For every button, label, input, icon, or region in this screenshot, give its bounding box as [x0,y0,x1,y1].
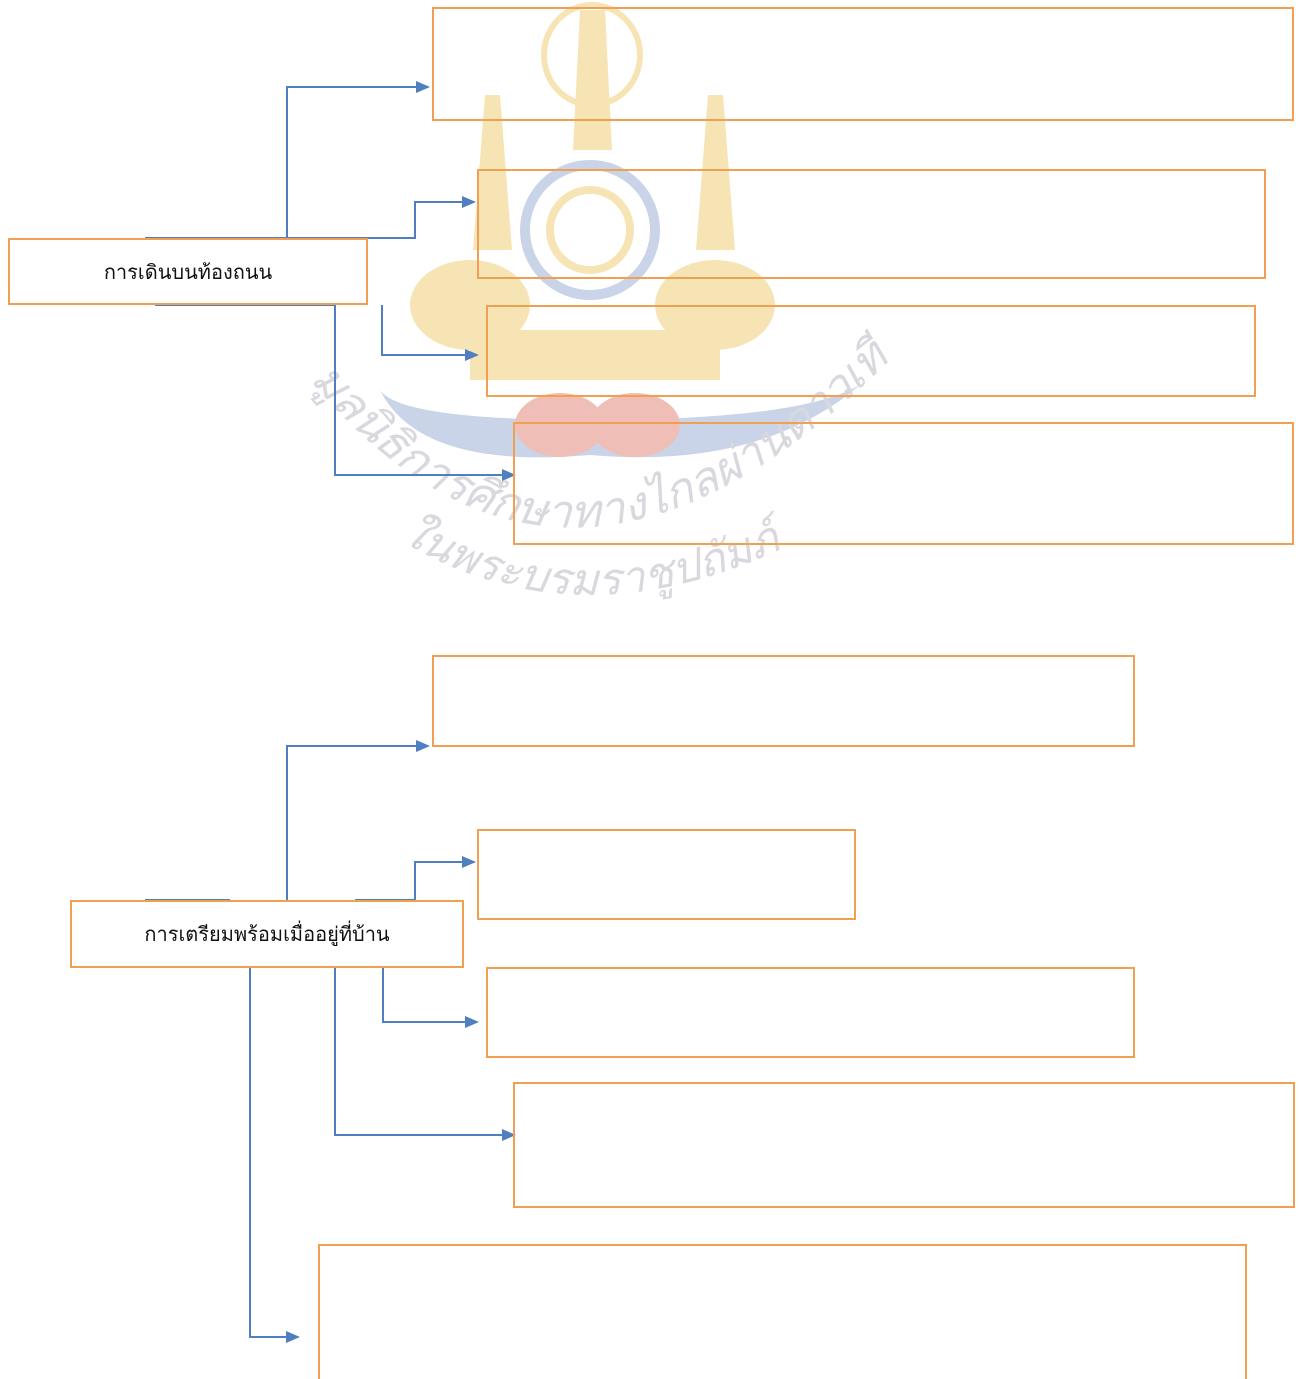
road-answer-box-3[interactable] [486,305,1256,397]
root-label-home: การเตรียมพร้อมเมื่ออยู่ที่บ้าน [144,922,390,946]
connector-road-branch-1 [286,81,430,238]
connector-home-branch-3 [382,967,479,1028]
root-box-home: การเตรียมพร้อมเมื่ออยู่ที่บ้าน [70,900,464,968]
road-answer-box-4[interactable] [513,422,1294,545]
road-answer-box-2[interactable] [477,169,1266,279]
connector-road-branch-2 [355,196,476,239]
home-answer-box-4[interactable] [513,1082,1295,1208]
home-answer-box-1[interactable] [432,655,1135,747]
root-box-road: การเดินบนท้องถนน [8,238,368,305]
connector-home-branch-5 [249,967,300,1343]
connector-home-branch-1 [286,740,430,900]
road-answer-box-1[interactable] [432,7,1294,121]
home-answer-box-3[interactable] [486,967,1135,1058]
home-answer-box-2[interactable] [477,829,856,920]
connector-road-branch-3 [381,305,479,361]
home-answer-box-5[interactable] [318,1244,1247,1379]
root-label-road: การเดินบนท้องถนน [103,259,273,284]
connector-home-branch-2 [414,856,476,900]
